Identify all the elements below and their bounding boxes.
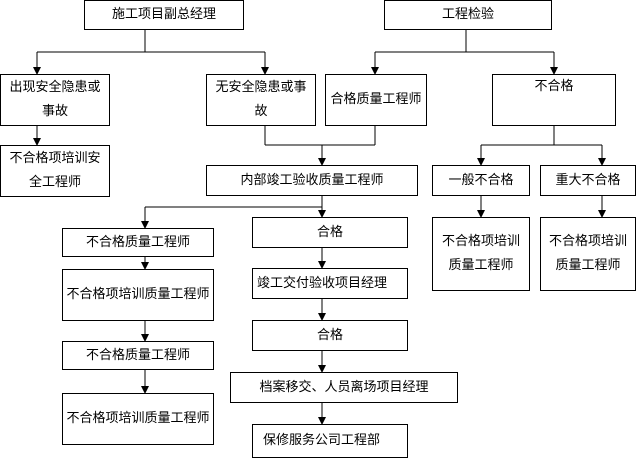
handover-acceptance-manager-label: 竣工交付验收项目经理 xyxy=(257,275,388,291)
qualified-quality-engineer-label: 合格质量工程师 xyxy=(330,92,422,107)
training-safety-engineer-label: 不合格项培训安全工程师 xyxy=(9,151,101,190)
internal-acceptance-engineer-box: 内部竣工验收质量工程师 xyxy=(206,165,418,196)
unqualified-quality-engineer-box-2: 不合格质量工程师 xyxy=(62,341,214,370)
engineering-inspection-box: 工程检验 xyxy=(384,0,552,30)
hazard-found-box: 出现安全隐患或事故 xyxy=(0,74,110,126)
archive-handover-manager-label: 档案移交、人员离场项目经理 xyxy=(259,379,429,395)
unqualified-quality-engineer-label-2: 不合格质量工程师 xyxy=(85,347,190,363)
unqualified-quality-engineer-label-1: 不合格质量工程师 xyxy=(85,234,190,250)
archive-handover-manager-box: 档案移交、人员离场项目经理 xyxy=(230,372,458,403)
unqualified-box: 不合格 xyxy=(492,74,616,126)
no-hazard-box: 无安全隐患或事故 xyxy=(206,74,316,126)
general-training-quality-engineer-box: 不合格项培训质量工程师 xyxy=(432,217,530,291)
qualified-box-2: 合格 xyxy=(252,320,408,351)
major-unqualified-box: 重大不合格 xyxy=(540,165,636,196)
no-hazard-label: 无安全隐患或事故 xyxy=(215,80,307,119)
maintenance-engineering-dept-label: 保修服务公司工程部 xyxy=(263,433,381,448)
general-training-quality-engineer-label: 不合格项培训质量工程师 xyxy=(441,234,520,273)
qualified-quality-engineer-box: 合格质量工程师 xyxy=(325,74,427,126)
hazard-found-label: 出现安全隐患或事故 xyxy=(9,80,101,119)
maintenance-engineering-dept-box: 保修服务公司工程部 xyxy=(252,424,408,458)
major-training-quality-engineer-label: 不合格项培训质量工程师 xyxy=(548,234,627,273)
training-safety-engineer-box: 不合格项培训安全工程师 xyxy=(0,145,110,197)
qualified-label-1: 合格 xyxy=(316,224,343,240)
training-quality-engineer-label-2: 不合格项培训质量工程师 xyxy=(66,411,210,426)
qualified-label-2: 合格 xyxy=(316,327,343,343)
general-unqualified-label: 一般不合格 xyxy=(448,172,514,188)
training-quality-engineer-box-1: 不合格项培训质量工程师 xyxy=(62,269,214,321)
major-unqualified-label: 重大不合格 xyxy=(555,172,621,188)
major-training-quality-engineer-box: 不合格项培训质量工程师 xyxy=(540,217,636,291)
training-quality-engineer-box-2: 不合格项培训质量工程师 xyxy=(62,393,214,445)
training-quality-engineer-label-1: 不合格项培训质量工程师 xyxy=(66,287,210,302)
qualified-box-1: 合格 xyxy=(252,217,408,248)
internal-acceptance-engineer-label: 内部竣工验收质量工程师 xyxy=(240,172,384,188)
handover-acceptance-manager-box: 竣工交付验收项目经理 xyxy=(252,268,408,299)
general-unqualified-box: 一般不合格 xyxy=(432,165,530,196)
deputy-manager-box: 施工项目副总经理 xyxy=(84,0,244,30)
unqualified-quality-engineer-box-1: 不合格质量工程师 xyxy=(62,228,214,257)
unqualified-label: 不合格 xyxy=(534,79,574,94)
engineering-inspection-label: 工程检验 xyxy=(441,7,494,22)
deputy-manager-label: 施工项目副总经理 xyxy=(111,7,216,22)
